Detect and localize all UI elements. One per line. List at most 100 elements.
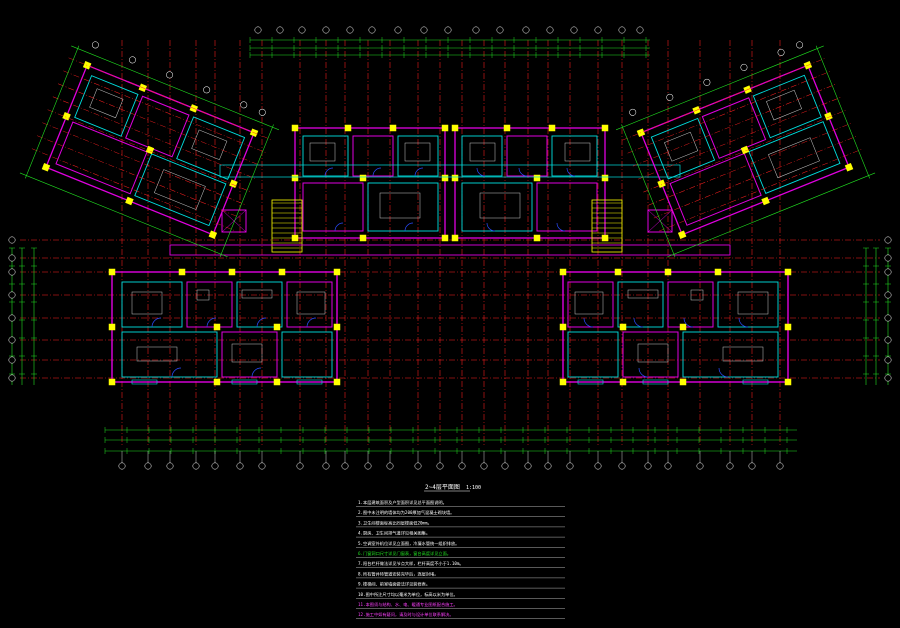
column [208,230,218,239]
furniture-sofa [136,346,178,362]
wing-axis-bubble [203,86,211,94]
door-swing [404,222,414,232]
wing-axis [622,57,827,141]
column [784,378,792,386]
furniture-counter [627,289,659,299]
column [619,323,627,331]
window [742,379,769,385]
axis-bubble-bottom [458,462,466,470]
axis-bubble-top [472,26,480,34]
note-line: 4.厨房、卫生间排气道详见相关图集。 [358,530,430,537]
column [213,378,221,386]
rotated-wing-left [19,41,280,258]
wing-axis [68,57,273,141]
wing-axis-bubble [740,63,748,71]
wing-dimension [219,124,274,258]
room-kitchen [236,281,283,328]
column [784,323,792,331]
note-line: 3.卫生间楼面标高比同层楼面低20mm。 [358,519,432,526]
wing-axis [37,135,242,219]
building-plan [108,124,792,386]
note-line: 7.阳台栏杆做法详见节点大样，栏杆高度不小于1.10m。 [358,560,464,567]
axis-bubble-bottom [644,462,652,470]
column [679,378,687,386]
furniture [309,142,336,162]
column [664,268,672,276]
window [296,379,323,385]
room [461,182,533,232]
door-swing [206,317,217,328]
furniture-counter [241,289,273,299]
wing-room [176,116,246,180]
room-bedroom-2 [286,281,333,328]
room-balcony [281,331,333,378]
note-line: 6.门窗洞口尺寸详见门窗表，窗台高度详见立面。 [358,550,451,557]
axis-bubble-right [884,374,892,382]
furniture-table [231,343,263,363]
furniture-sofa [722,346,764,362]
wing-axis [627,70,832,154]
column [601,124,609,132]
axis-bubble-bottom [544,462,552,470]
axis-bubble-left [8,356,16,364]
column [844,163,854,172]
door-swing [683,317,694,328]
wing-axis [42,122,247,206]
lift-shaft [647,209,673,233]
wing-room [752,74,822,139]
axis-bubble-top [346,26,354,34]
column [273,378,281,386]
axis-bubble-bottom [566,462,574,470]
axis-bubble-left [8,291,16,299]
axis-bubble-top [322,26,330,34]
column [714,268,722,276]
wing-dimension [621,124,676,258]
door-swing [171,367,182,378]
column [677,230,687,239]
note-line: 9.楼梯间、前室墙面做法详见装修表。 [358,581,430,588]
note-line: 10.图中所注尺寸均以毫米为单位，标高以米为单位。 [358,591,458,598]
upper-unit-outline [294,127,446,239]
wing-axis [58,83,263,167]
axis-bubble-bottom [524,462,532,470]
wing-axis-bubble [240,101,248,109]
column [451,234,459,242]
axis-bubble-bottom [748,462,756,470]
wing-axis [648,122,853,206]
axis-bubble-top [594,26,602,34]
furniture [469,142,496,162]
column [108,323,116,331]
wing-axis-bubble [166,71,174,79]
wing-axis [643,109,848,193]
column [278,268,286,276]
wing-room [55,121,148,195]
column [559,268,567,276]
corridor-lower [169,244,731,256]
window [642,379,669,385]
column [178,268,186,276]
wing-dimension [19,172,228,258]
column [824,112,833,121]
column [614,268,622,276]
column [333,323,341,331]
room [367,182,439,232]
plan-title: 2~4层平面图 [425,484,460,491]
wing-room [134,153,227,227]
design-notes: 1.本层建筑面积及户型面积详见总平面图说明。2.图中未注明的墙体均为200厚加气… [356,499,565,619]
column [503,124,511,132]
axis-bubble-bottom [166,462,174,470]
column [451,124,459,132]
axis-bubble-bottom [386,462,394,470]
furniture-table [637,343,669,363]
column [344,124,352,132]
axis-bubble-top [368,26,376,34]
axis-bubble-top [522,26,530,34]
note-line: 12.施工中如有疑问，请及时与设计单位联系解决。 [358,611,454,618]
axis-bubble-bottom [414,462,422,470]
furniture-toilet [196,289,210,301]
wing-axis-bubble [629,108,637,116]
column [657,179,666,188]
column [273,323,281,331]
door-swing [486,222,496,232]
